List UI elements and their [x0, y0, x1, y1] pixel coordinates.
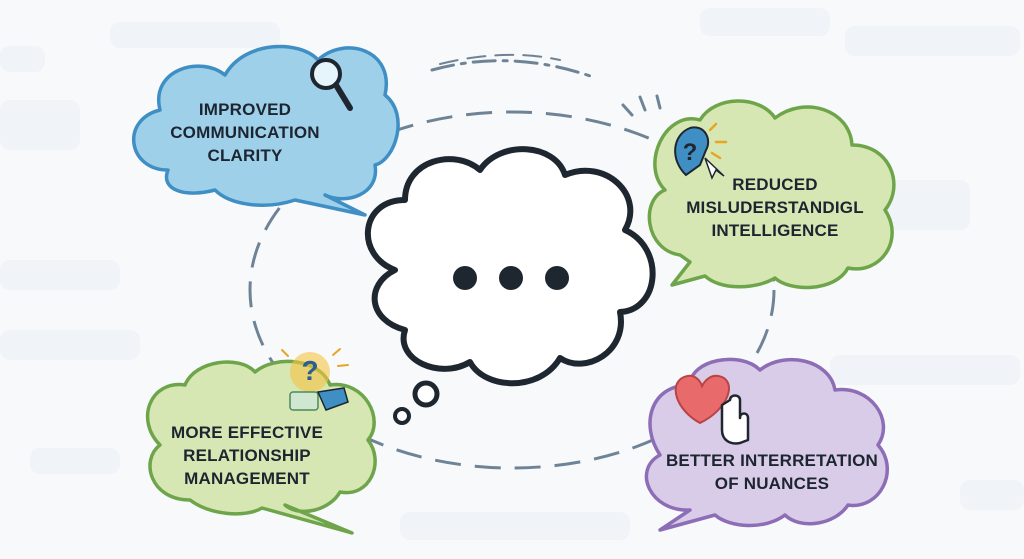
question-handshake-icon: ?	[281, 348, 349, 411]
background-shape	[0, 330, 140, 360]
bubble-text-line: REDUCED	[732, 175, 818, 194]
background-shape	[0, 100, 80, 150]
bubble-text-line: INTELLIGENCE	[711, 221, 839, 240]
bubble-text-line: COMMUNICATION	[170, 123, 320, 142]
dashed-ring	[248, 110, 776, 470]
magnifier-icon	[310, 58, 353, 111]
ellipsis-dot	[545, 266, 569, 290]
bubble-text-line: MISLUDERSTANDIGL	[686, 198, 864, 217]
bubble-text-line: OF NUANCES	[714, 474, 830, 493]
question-head-icon: ?	[674, 122, 728, 180]
bubble-text-line: MORE EFFECTIVE	[170, 423, 324, 442]
background-shape	[0, 260, 120, 290]
bubble-relationship-management: ?	[145, 348, 377, 535]
top-arc	[430, 59, 598, 80]
heart-hand-icon	[674, 374, 750, 445]
bubble-label-relationship-management: MORE EFFECTIVE RELATIONSHIP MANAGEMENT	[152, 421, 342, 490]
ellipsis-dot	[453, 266, 477, 290]
bubble-communication-clarity	[132, 44, 400, 217]
bubble-text-line: RELATIONSHIP	[183, 446, 311, 465]
top-arc-inner	[439, 53, 561, 65]
background-shape	[110, 22, 280, 48]
background-shape	[960, 480, 1024, 510]
background-shape	[400, 512, 630, 540]
ellipsis-dot	[499, 266, 523, 290]
svg-text:?: ?	[683, 139, 698, 166]
bubble-text-line: IMPROVED	[198, 100, 292, 119]
bubble-text-line: MANAGEMENT	[184, 469, 310, 488]
background-shape	[700, 8, 830, 36]
bubble-label-interpretation-of-nuances: BETTER INTERRETATION OF NUANCES	[654, 449, 890, 495]
thought-dot-small	[393, 407, 411, 425]
background-shape	[0, 46, 45, 72]
sparkle-lines	[621, 94, 662, 117]
bubble-interpretation-of-nuances	[644, 357, 889, 532]
thought-dot-large	[412, 380, 440, 408]
bubble-text-line: CLARITY	[207, 146, 283, 165]
bubble-label-communication-clarity: IMPROVED COMMUNICATION CLARITY	[150, 98, 340, 167]
background-shape	[30, 448, 120, 474]
background-shape	[830, 355, 1020, 385]
central-thought-bubble	[365, 146, 656, 425]
bubble-reduced-misunderstanding: ?	[647, 99, 896, 290]
bubble-label-reduced-misunderstanding: REDUCED MISLUDERSTANDIGL INTELLIGENCE	[670, 173, 880, 242]
svg-text:?: ?	[301, 355, 318, 386]
bubble-text-line: BETTER INTERRETATION	[665, 451, 879, 470]
background-shape	[845, 26, 1020, 56]
